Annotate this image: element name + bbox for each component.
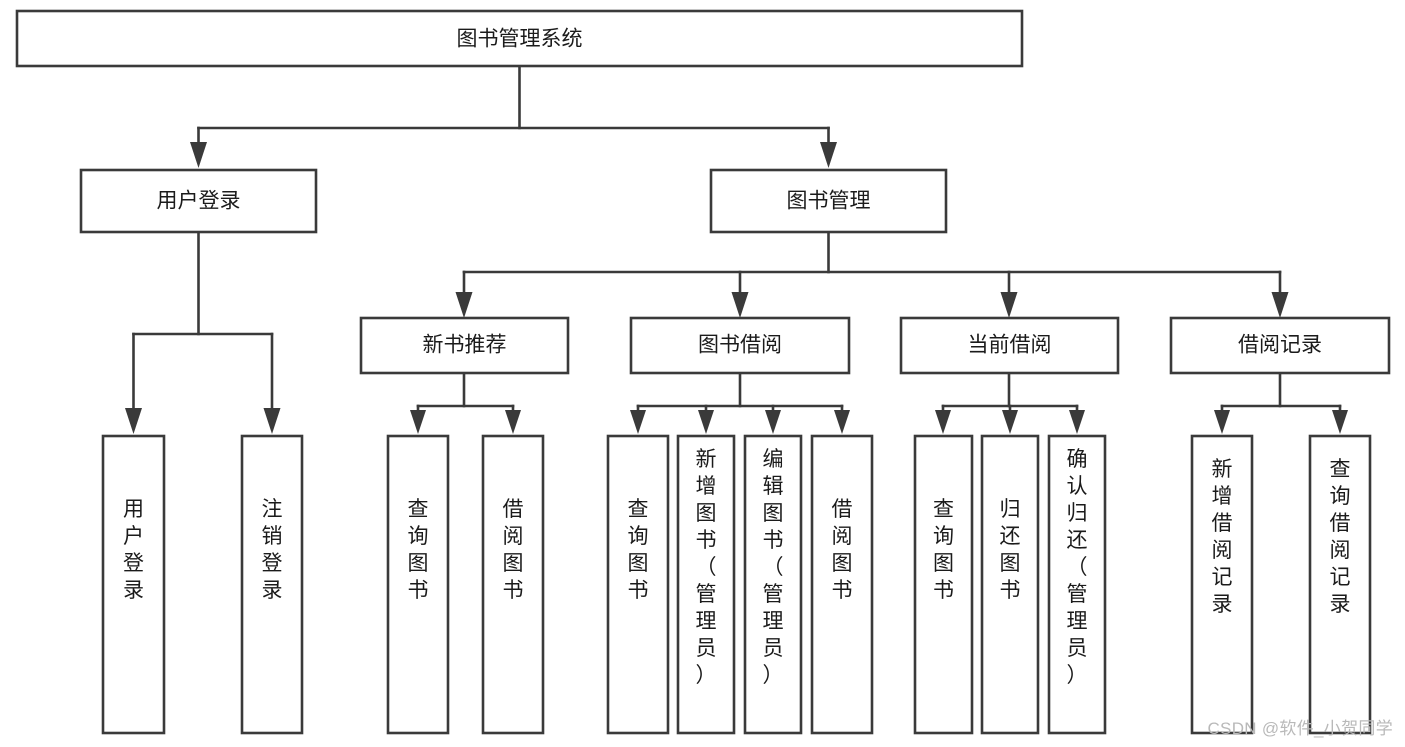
arrow-to-leaf-user-login: [125, 408, 142, 434]
leaf-query-borrow-record-label: 查询借阅记录: [1330, 458, 1351, 616]
node-book-management[interactable]: 图书管理: [709, 168, 948, 234]
arrow-to-leaf-edit-book: [765, 410, 781, 434]
leaf-query-book-2-label: 查询图书: [628, 498, 649, 602]
node-borrow-record-label: 借阅记录: [1238, 334, 1322, 357]
leaf-borrow-book-2[interactable]: 借阅图书: [810, 434, 874, 735]
node-new-book-recommend-box[interactable]: [359, 316, 570, 375]
leaf-logout-label: 注销登录: [262, 498, 283, 602]
node-current-borrow-box[interactable]: [899, 316, 1120, 375]
node-user-login[interactable]: 用户登录: [79, 168, 318, 234]
arrow-to-leaf-query-book-2: [630, 410, 646, 434]
arrow-to-leaf-return-book: [1002, 410, 1018, 434]
node-current-borrow-label: 当前借阅: [968, 334, 1052, 357]
leaf-confirm-return-admin-label: 确认归还（管理员）: [1067, 448, 1088, 687]
node-book-borrow[interactable]: 图书借阅: [629, 316, 851, 375]
arrow-to-user-login: [190, 142, 207, 168]
node-new-book-recommend[interactable]: 新书推荐: [359, 316, 570, 375]
arrow-to-leaf-query-record: [1332, 410, 1348, 434]
node-user-login-label: 用户登录: [157, 190, 241, 213]
leaf-edit-book-admin-label: 编辑图书（管理员）: [763, 448, 784, 687]
arrow-to-leaf-add-book: [698, 410, 714, 434]
leaf-query-book-1-label: 查询图书: [408, 498, 429, 602]
leaf-add-borrow-record[interactable]: 新增借阅记录: [1190, 434, 1254, 735]
leaf-edit-book-admin-box[interactable]: [743, 434, 803, 735]
arrow-to-book-mgmt: [820, 142, 837, 168]
leaf-return-book[interactable]: 归还图书: [980, 434, 1040, 735]
csdn-watermark: CSDN @软件_小贺同学: [1207, 719, 1393, 738]
leaf-edit-book-admin[interactable]: 编辑图书（管理员）: [743, 434, 803, 735]
connectors-borrow-record-children: [1214, 371, 1348, 434]
leaf-add-borrow-record-label: 新增借阅记录: [1212, 458, 1233, 616]
leaf-confirm-return-admin-box[interactable]: [1047, 434, 1107, 735]
arrow-to-leaf-query-book-3: [935, 410, 951, 434]
leaf-user-login[interactable]: 用户登录: [101, 434, 166, 735]
leaf-add-borrow-record-box[interactable]: [1190, 434, 1254, 735]
node-root-box[interactable]: [15, 9, 1024, 68]
leaf-logout-box[interactable]: [240, 434, 304, 735]
leaf-confirm-return-admin[interactable]: 确认归还（管理员）: [1047, 434, 1107, 735]
arrow-to-leaf-logout: [263, 408, 281, 434]
arrow-to-current-borrow: [1000, 292, 1018, 318]
arrow-to-leaf-add-record: [1214, 410, 1230, 434]
arrow-to-leaf-borrow-book-2: [834, 410, 850, 434]
leaf-return-book-box[interactable]: [980, 434, 1040, 735]
leaf-query-book-2[interactable]: 查询图书: [606, 434, 670, 735]
leaf-add-book-admin-box[interactable]: [676, 434, 736, 735]
arrow-to-leaf-confirm-return: [1069, 410, 1085, 434]
arrow-to-borrow-record: [1271, 292, 1289, 318]
connectors-user-login-children: [125, 230, 281, 434]
leaf-logout[interactable]: 注销登录: [240, 434, 304, 735]
arrow-to-leaf-borrow-book-1: [505, 410, 521, 434]
node-root[interactable]: 图书管理系统: [15, 9, 1024, 68]
leaf-add-book-admin-label: 新增图书（管理员）: [696, 448, 717, 687]
leaf-return-book-label: 归还图书: [1000, 498, 1021, 602]
leaf-query-book-1-box[interactable]: [386, 434, 450, 735]
leaf-user-login-box[interactable]: [101, 434, 166, 735]
node-new-book-recommend-label: 新书推荐: [423, 334, 507, 357]
leaf-query-book-1[interactable]: 查询图书: [386, 434, 450, 735]
connectors-root-level2: [190, 64, 837, 168]
node-book-management-label: 图书管理: [787, 190, 871, 213]
connectors-book-mgmt-children: [455, 230, 1289, 318]
connectors-new-book-rec-children: [410, 371, 521, 434]
node-root-label: 图书管理系统: [457, 28, 583, 51]
leaf-user-login-label: 用户登录: [123, 498, 144, 602]
node-book-management-box[interactable]: [709, 168, 948, 234]
node-borrow-record[interactable]: 借阅记录: [1169, 316, 1391, 375]
node-book-borrow-box[interactable]: [629, 316, 851, 375]
leaf-borrow-book-1-box[interactable]: [481, 434, 545, 735]
leaf-query-borrow-record-box[interactable]: [1308, 434, 1372, 735]
arrow-to-leaf-query-book-1: [410, 410, 426, 434]
leaf-query-book-3-box[interactable]: [913, 434, 974, 735]
leaf-borrow-book-1[interactable]: 借阅图书: [481, 434, 545, 735]
leaf-query-book-3[interactable]: 查询图书: [913, 434, 974, 735]
node-current-borrow[interactable]: 当前借阅: [899, 316, 1120, 375]
connectors-book-borrow-children: [630, 371, 850, 434]
leaf-query-book-3-label: 查询图书: [933, 498, 954, 602]
leaf-query-book-2-box[interactable]: [606, 434, 670, 735]
leaf-borrow-book-1-label: 借阅图书: [503, 498, 524, 602]
node-borrow-record-box[interactable]: [1169, 316, 1391, 375]
leaf-borrow-book-2-box[interactable]: [810, 434, 874, 735]
arrow-to-book-borrow: [731, 292, 749, 318]
leaf-query-borrow-record[interactable]: 查询借阅记录: [1308, 434, 1372, 735]
arrow-to-new-book-rec: [455, 292, 473, 318]
connectors-current-borrow-children: [935, 371, 1085, 434]
node-user-login-box[interactable]: [79, 168, 318, 234]
leaf-add-book-admin[interactable]: 新增图书（管理员）: [676, 434, 736, 735]
node-book-borrow-label: 图书借阅: [698, 334, 782, 357]
leaf-borrow-book-2-label: 借阅图书: [832, 498, 853, 602]
